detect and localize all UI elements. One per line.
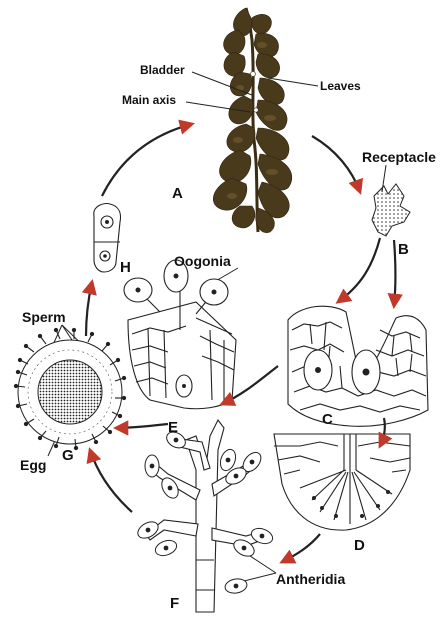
stage-h-label: H bbox=[120, 259, 131, 276]
receptacle bbox=[372, 184, 410, 236]
conceptacle-male bbox=[274, 434, 410, 530]
arrow-b-to-c1 bbox=[338, 238, 380, 302]
conceptacle-female bbox=[288, 306, 428, 426]
zygote bbox=[94, 204, 121, 273]
arrow-d-to-f bbox=[282, 534, 320, 562]
antheridia-branch bbox=[135, 420, 275, 612]
stage-e-label: E bbox=[168, 419, 178, 436]
label-oogonia: Oogonia bbox=[174, 253, 231, 269]
stage-d-label: D bbox=[354, 537, 365, 554]
label-bladder: Bladder bbox=[140, 63, 185, 77]
label-leaves: Leaves bbox=[320, 79, 361, 93]
label-antheridia: Antheridia bbox=[276, 571, 345, 587]
arrow-f-to-g bbox=[90, 450, 132, 512]
fertilization-egg bbox=[14, 328, 125, 449]
stage-a-label: A bbox=[172, 185, 183, 202]
label-main-axis: Main axis bbox=[122, 93, 176, 107]
seaweed-plant bbox=[213, 8, 292, 233]
stage-f-label: F bbox=[170, 595, 179, 612]
oogonia-detail bbox=[124, 260, 236, 409]
stage-g-label: G bbox=[62, 447, 74, 464]
label-receptacle: Receptacle bbox=[362, 149, 436, 165]
arrow-b-to-c2 bbox=[394, 240, 396, 306]
arrow-g-to-h bbox=[86, 282, 92, 336]
stage-b-label: B bbox=[398, 241, 409, 258]
stage-c-label: C bbox=[322, 411, 333, 428]
label-sperm: Sperm bbox=[22, 309, 66, 325]
label-egg: Egg bbox=[20, 457, 46, 473]
arrow-a-to-b bbox=[312, 136, 360, 192]
arrow-e-to-g bbox=[116, 424, 168, 428]
